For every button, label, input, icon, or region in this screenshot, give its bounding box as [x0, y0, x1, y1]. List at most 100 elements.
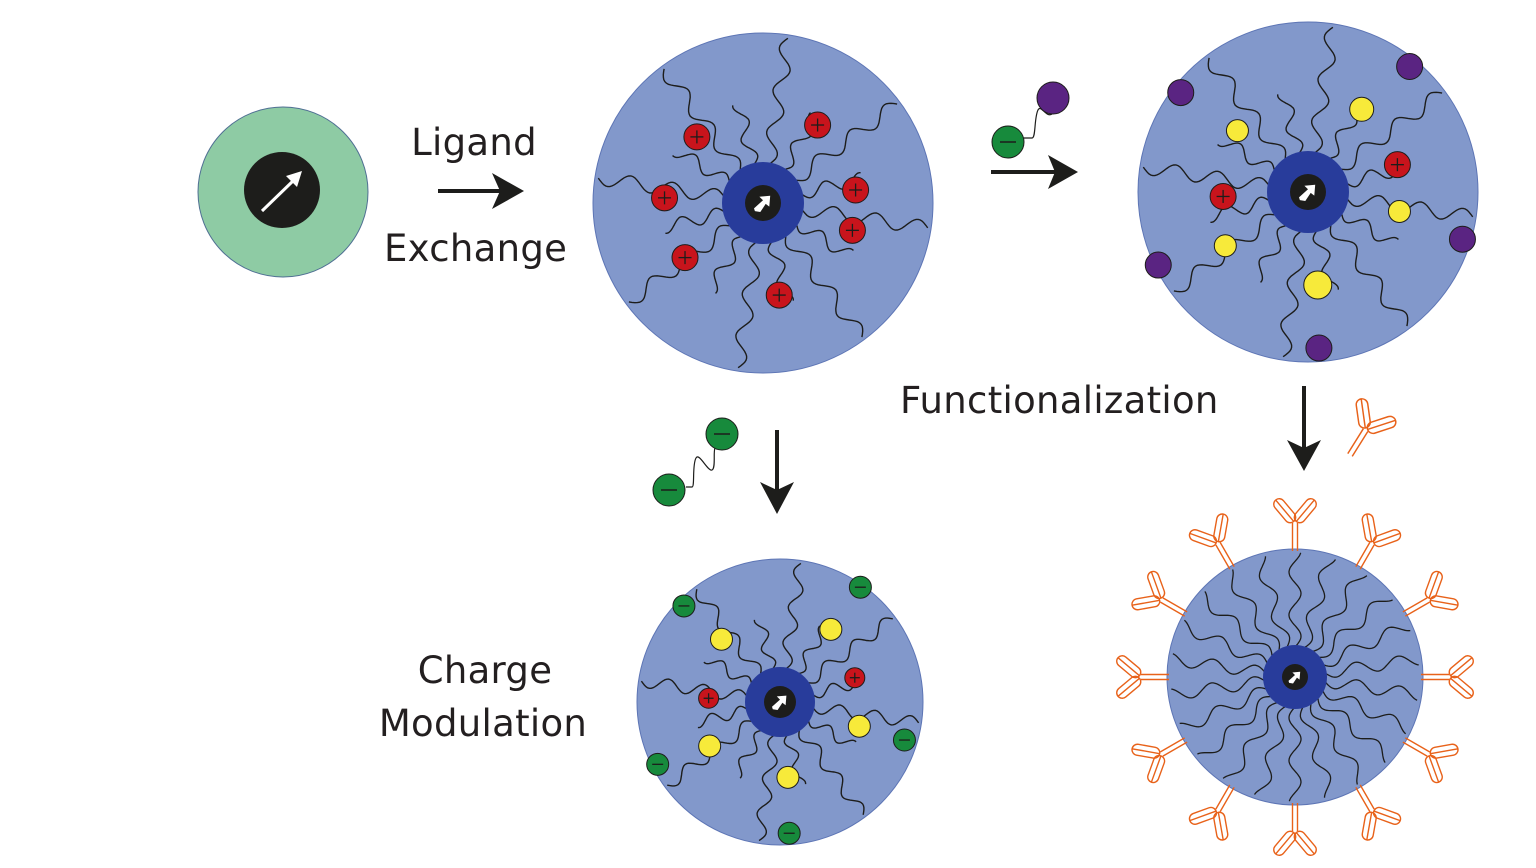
negative-charge-icon [892, 728, 916, 752]
antibody-icon [1355, 513, 1402, 570]
functionalized-particle [1137, 21, 1479, 363]
ligand-chain [1258, 224, 1289, 283]
ligand-chain [1321, 689, 1407, 735]
ligand-chain [766, 37, 791, 165]
purple-group-icon [1305, 334, 1333, 362]
ligand-chain [1217, 142, 1276, 173]
antibody-icon [1355, 784, 1402, 841]
ligand-chain [806, 617, 893, 684]
positive-charge-icon [842, 176, 870, 204]
ligand-chain [703, 660, 753, 686]
ligand-chain [795, 222, 854, 253]
antibody-icon [1188, 784, 1235, 841]
negative-charge-icon [672, 594, 696, 618]
ligand-chain [756, 734, 778, 842]
ligand-chain [782, 562, 804, 670]
ligand-chain [1172, 653, 1266, 675]
positive-charge-icon [651, 184, 679, 212]
charge-modulated-particle [636, 558, 924, 846]
magnetic-moment-arrow-icon [1288, 671, 1301, 684]
antibody-icon [1402, 737, 1459, 784]
ligand-chain [1322, 626, 1411, 667]
positive-charge-icon [838, 216, 866, 244]
negative-purple-reagent [991, 81, 1070, 159]
ligand-chain [1317, 696, 1386, 763]
ligand-chain [1317, 599, 1393, 659]
magnetic-moment-arrow-icon [772, 695, 787, 710]
ligand-chain [1288, 706, 1302, 802]
antibody-conjugation-arrow-icon [1287, 386, 1321, 471]
magnetic-moment-arrow-icon [260, 171, 302, 213]
ligand-chain [738, 729, 764, 779]
positive-charge-icon [804, 111, 832, 139]
negative-charge-icon [777, 821, 801, 845]
charge-label: Charge [417, 649, 553, 692]
positive-charge-icon [698, 687, 720, 709]
positive-charge-icon [671, 244, 699, 272]
yellow-group-icon [847, 714, 871, 738]
ligand-chain [1309, 702, 1359, 785]
purple-group-icon [1448, 225, 1476, 253]
ligand-chain [784, 234, 864, 338]
yellow-group-icon [776, 765, 800, 789]
ligand-chain [1288, 552, 1302, 648]
negative-charge-icon [646, 752, 670, 776]
negative-charge-icon [848, 575, 872, 599]
ligand-chain [735, 241, 760, 369]
ligand-chain [1253, 705, 1287, 795]
antibody-icon [1402, 570, 1459, 617]
yellow-group-icon [698, 734, 722, 758]
ligand-chain [753, 619, 777, 671]
ligand-chain [796, 625, 822, 675]
ligand-chain [1311, 26, 1336, 154]
free-antibody-icon [1347, 398, 1397, 457]
positive-charge-icon [683, 123, 711, 151]
ligand-chain [665, 207, 726, 234]
ligand-chain [1303, 559, 1337, 649]
exchange-label: Exchange [384, 227, 568, 270]
functionalization-label: Functionalization [900, 379, 1219, 422]
ligand-chain [1183, 619, 1269, 665]
ligand-chain [1339, 91, 1443, 171]
magnetic-moment-arrow-icon [754, 195, 771, 212]
antibody-icon [1273, 803, 1317, 856]
ligand-chain [1311, 575, 1368, 653]
ligand-chain [672, 153, 731, 184]
ligand-exchanged-particle [592, 32, 934, 374]
ligand-chain [1280, 230, 1305, 358]
ligand-chain [662, 68, 742, 172]
antibody-icon [1347, 398, 1397, 457]
ligand-chain [1329, 223, 1409, 327]
ligand-chain [1324, 679, 1418, 701]
antibody-icon [1188, 513, 1235, 570]
ligand-chain [801, 206, 929, 231]
yellow-group-icon [1387, 199, 1411, 223]
yellow-group-icon [1213, 234, 1237, 258]
ligand-chain [1324, 655, 1419, 678]
ligand-chain [1210, 196, 1271, 223]
initial-particle [197, 106, 369, 278]
purple-group-icon [1144, 251, 1172, 279]
ligand-chain [1258, 556, 1291, 649]
yellow-group-icon [709, 627, 733, 651]
antibody-conjugated-particle [1116, 498, 1474, 856]
negative-negative-reagent [652, 417, 739, 507]
ligand-chain [1277, 94, 1304, 155]
yellow-group-icon [1349, 96, 1375, 122]
positive-charge-icon [1209, 182, 1237, 210]
positive-charge-icon [765, 281, 793, 309]
ligand-chain [794, 102, 898, 182]
ligand-chain [732, 105, 759, 166]
yellow-group-icon [1225, 119, 1249, 143]
ligand-chain [1207, 57, 1287, 161]
purple-group-icon [1036, 81, 1070, 115]
purple-group-icon [1396, 52, 1424, 80]
ligand-chain [1197, 695, 1273, 755]
purple-group-icon [1167, 79, 1195, 107]
charge-modulation-arrow-icon [760, 430, 794, 514]
positive-charge-icon [844, 667, 866, 689]
ligand-chain [812, 704, 920, 726]
antibody-icon [1273, 498, 1317, 551]
